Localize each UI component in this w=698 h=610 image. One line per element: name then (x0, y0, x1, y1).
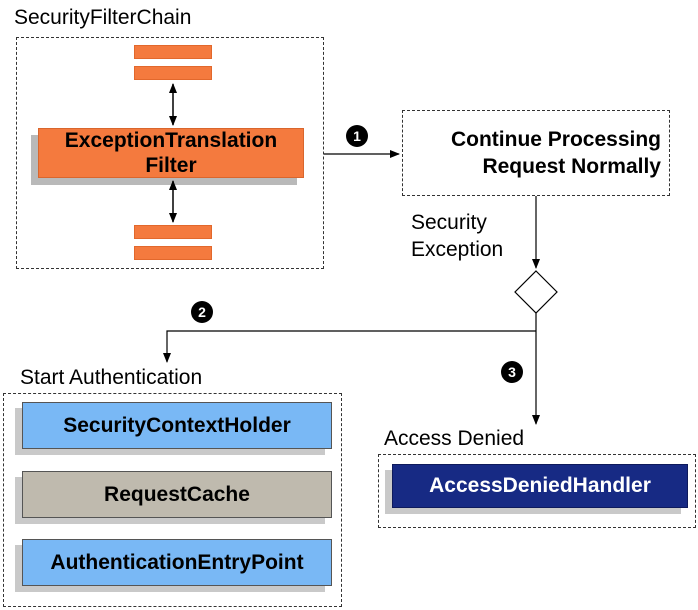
continue-processing-box: Continue Processing Request Normally (402, 110, 670, 196)
access-denied-title: Access Denied (384, 427, 525, 450)
authentication-entry-point-box[interactable]: AuthenticationEntryPoint (22, 539, 332, 586)
access-denied-container (378, 454, 696, 528)
security-context-holder-box[interactable]: SecurityContextHolder (22, 402, 332, 449)
step-badge-2-text: 2 (198, 304, 206, 320)
step-badge-2: 2 (191, 301, 213, 323)
step-badge-1-text: 1 (353, 128, 361, 144)
request-cache-box[interactable]: RequestCache (22, 471, 332, 518)
filter-bar-bottom-2 (134, 246, 212, 260)
security-filter-chain-container (16, 37, 324, 269)
access-denied-handler-box[interactable]: AccessDeniedHandler (392, 464, 688, 508)
security-filter-chain-title: SecurityFilterChain (14, 6, 192, 29)
security-exception-label: Security Exception (411, 211, 504, 261)
decision-diamond (514, 270, 558, 314)
step-badge-3-text: 3 (508, 364, 516, 380)
filter-bar-bottom-1 (134, 225, 212, 239)
arrow-to-start-authentication (163, 330, 536, 363)
start-authentication-container (3, 393, 342, 607)
step-badge-1: 1 (346, 125, 368, 147)
filter-bar-top-2 (134, 66, 212, 80)
filter-bar-top-1 (134, 45, 212, 59)
step-badge-3: 3 (501, 361, 523, 383)
exception-translation-filter[interactable]: ExceptionTranslation Filter (38, 128, 304, 178)
start-authentication-title: Start Authentication (20, 366, 203, 389)
